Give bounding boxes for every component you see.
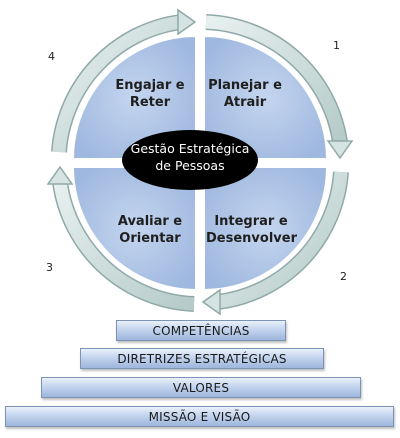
center-title-line: Gestão Estratégica xyxy=(130,141,250,156)
step-number-4: 4 xyxy=(48,50,55,63)
arrowhead-4 xyxy=(177,8,197,36)
quadrant-label-line: Avaliar e xyxy=(117,214,183,229)
quadrant-bottom-right xyxy=(203,166,329,292)
quadrant-label-line: Integrar e xyxy=(214,214,288,229)
center-title: Gestão Estratégica de Pessoas xyxy=(120,140,260,174)
step-number-1: 1 xyxy=(333,39,340,52)
quadrant-label-line: Reter xyxy=(129,95,171,110)
quadrant-label-line: Desenvolver xyxy=(206,231,297,246)
arrowhead-1 xyxy=(326,140,354,160)
arrowhead-3 xyxy=(46,165,74,185)
quadrant-label-line: Orientar xyxy=(119,231,181,246)
step-number-2: 2 xyxy=(340,270,347,283)
quadrant-label-engajar: Engajar e Reter xyxy=(105,77,195,111)
quadrant-label-avaliar: Avaliar e Orientar xyxy=(105,213,195,247)
quadrant-bottom-left xyxy=(71,166,197,292)
quadrant-label-line: Planejar e xyxy=(208,78,282,93)
pyramid-level-diretrizes: DIRETRIZES ESTRATÉGICAS xyxy=(80,348,324,369)
pyramid-level-valores: VALORES xyxy=(41,377,361,398)
quadrant-sectors xyxy=(71,34,329,292)
quadrant-top-left xyxy=(71,34,197,160)
quadrant-label-line: Atrair xyxy=(223,95,267,110)
cycle-ring xyxy=(51,14,349,312)
cycle-arrowheads xyxy=(46,8,354,316)
arrowhead-2 xyxy=(201,288,221,316)
quadrant-top-right xyxy=(203,34,329,160)
center-title-line: de Pessoas xyxy=(155,158,225,173)
pyramid-level-competencias: COMPETÊNCIAS xyxy=(116,320,286,341)
pyramid-level-missao-visao: MISSÃO E VISÃO xyxy=(5,406,394,427)
quadrant-label-planejar: Planejar e Atrair xyxy=(200,77,290,111)
quadrant-label-integrar: Integrar e Desenvolver xyxy=(206,213,297,247)
center-ellipse xyxy=(122,130,258,190)
step-number-3: 3 xyxy=(46,261,53,274)
quadrant-label-line: Engajar e xyxy=(115,78,185,93)
